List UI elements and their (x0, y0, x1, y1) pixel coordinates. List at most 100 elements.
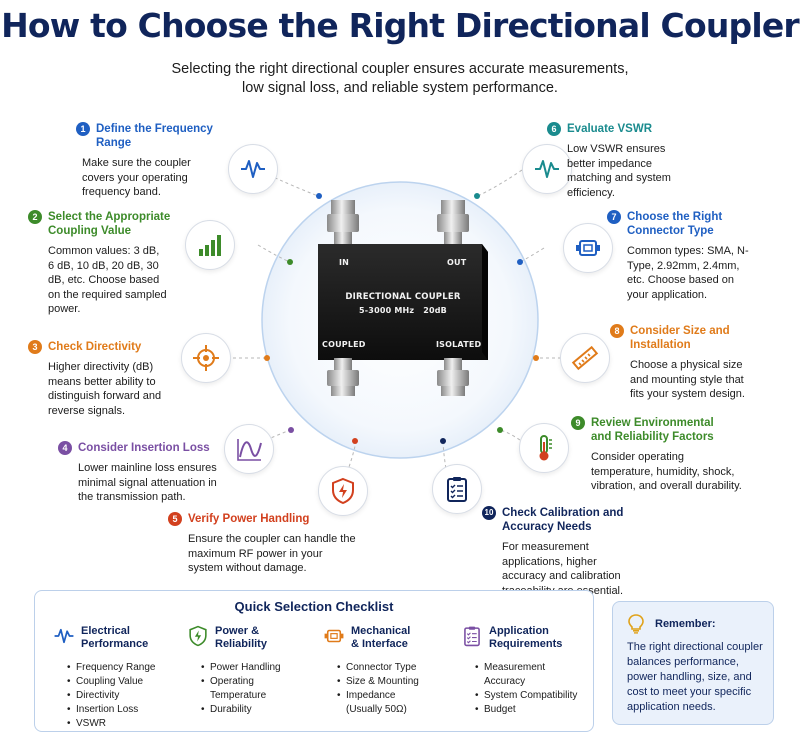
connector-dot (316, 193, 322, 199)
connector-dot (440, 438, 446, 444)
step-number: 4 (58, 441, 72, 455)
step-6-icon-circle (522, 144, 572, 194)
step-title: Choose the Right Connector Type (627, 211, 723, 237)
step-description: Lower mainline loss ensures minimal sign… (78, 462, 217, 503)
step-2-icon-circle (185, 220, 235, 270)
list-item: Power Handling (201, 661, 292, 675)
step-description: Choose a physical size and mounting styl… (630, 359, 745, 400)
list-item: Frequency Range (67, 661, 183, 675)
step-9: 9 Review Environmental and Reliability F… (571, 416, 771, 494)
power-shield-icon (332, 477, 354, 505)
step-description: Ensure the coupler can handle the maximu… (188, 533, 356, 574)
device-label-spec: 5-3000 MHz 20dB (359, 306, 447, 315)
step-number: 7 (607, 210, 621, 224)
step-description: Common values: 3 dB, 6 dB, 10 dB, 20 dB,… (48, 245, 167, 315)
device-label-isolated: ISOLATED (436, 340, 482, 349)
list-item: Size & Mounting (337, 675, 433, 689)
connector-dot (264, 355, 270, 361)
step-4: 4 Consider Insertion Loss Lower mainline… (58, 441, 228, 505)
device-label-coupled: COUPLED (322, 340, 366, 349)
checklist-items: Power Handling Operating Temperature Dur… (187, 661, 292, 717)
clipboard-icon (464, 626, 480, 647)
step-title: Consider Insertion Loss (78, 442, 210, 454)
page-title: How to Choose the Right Directional Coup… (1, 6, 800, 45)
list-item: Operating Temperature (201, 675, 292, 703)
connector-dot (288, 427, 294, 433)
step-8: 8 Consider Size and Installation Choose … (610, 324, 780, 402)
step-description: For measurement applications, higher acc… (502, 541, 624, 597)
step-10-icon-circle (432, 464, 482, 514)
step-number: 1 (76, 122, 90, 136)
list-item: Budget (475, 703, 581, 717)
step-title: Evaluate VSWR (567, 123, 652, 135)
step-number: 8 (610, 324, 624, 338)
step-number: 2 (28, 210, 42, 224)
step-1-icon-circle (228, 144, 278, 194)
list-item: Insertion Loss (67, 703, 183, 717)
step-title: Consider Size and Installation (630, 325, 730, 351)
checklist-column-power: Power &Reliability Power Handling Operat… (187, 625, 317, 717)
device-label-name: DIRECTIONAL COUPLER (345, 292, 461, 302)
step-3: 3 Check Directivity Higher directivity (… (28, 340, 178, 418)
waveform-icon (54, 628, 74, 644)
step-title: Verify Power Handling (188, 513, 310, 525)
step-title: Define the Frequency Range (96, 123, 213, 149)
connector-icon (324, 629, 344, 643)
clipboard-icon (447, 477, 467, 502)
step-7: 7 Choose the Right Connector Type Common… (607, 210, 777, 302)
remember-title: Remember: (655, 618, 716, 630)
connector-dot (497, 427, 503, 433)
step-7-icon-circle (563, 223, 613, 273)
step-5-icon-circle (318, 466, 368, 516)
checklist-items: Frequency Range Coupling Value Directivi… (53, 661, 183, 731)
step-number: 6 (547, 122, 561, 136)
step-number: 5 (168, 512, 182, 526)
checklist-items: Connector Type Size & Mounting Impedance… (323, 661, 433, 717)
step-title: Review Environmental and Reliability Fac… (591, 417, 714, 443)
connector-dot (533, 355, 539, 361)
connector-dot (352, 438, 358, 444)
step-8-icon-circle (560, 333, 610, 383)
list-item: Durability (201, 703, 292, 717)
list-item: Coupling Value (67, 675, 183, 689)
step-description: Low VSWR ensures better impedance matchi… (567, 143, 671, 199)
ruler-icon (571, 345, 599, 371)
connector-dot (287, 259, 293, 265)
step-6: 6 Evaluate VSWR Low VSWR ensures better … (547, 122, 717, 200)
list-item: VSWR (67, 717, 183, 731)
step-title: Check Calibration and Accuracy Needs (502, 507, 624, 533)
step-number: 3 (28, 340, 42, 354)
connector-dot (517, 259, 523, 265)
checklist-items: Measurement Accuracy System Compatibilit… (461, 661, 581, 717)
device-label-out: OUT (447, 258, 467, 267)
step-2: 2 Select the Appropriate Coupling Value … (28, 210, 178, 317)
thermometer-icon (539, 435, 552, 461)
checklist-title: Quick Selection Checklist (234, 599, 394, 614)
step-description: Make sure the coupler covers your operat… (82, 157, 191, 198)
step-9-icon-circle (519, 423, 569, 473)
remember-box: Remember: The right directional coupler … (612, 601, 774, 725)
crosshair-icon (193, 345, 219, 371)
step-title: Select the Appropriate Coupling Value (48, 211, 171, 237)
page-subtitle: Selecting the right directional coupler … (171, 61, 629, 96)
step-4-icon-circle (224, 424, 274, 474)
signal-bars-icon (199, 235, 221, 256)
vswr-wave-icon (535, 160, 559, 178)
step-5: 5 Verify Power Handling Ensure the coupl… (168, 512, 358, 576)
curve-chart-icon (237, 439, 262, 461)
step-description: Consider operating temperature, humidity… (591, 451, 742, 492)
connector-dot (474, 193, 480, 199)
list-item: Measurement Accuracy (475, 661, 555, 689)
waveform-icon (241, 160, 265, 178)
step-description: Higher directivity (dB) means better abi… (48, 361, 162, 417)
step-number: 9 (571, 416, 585, 430)
list-item: System Compatibility (475, 689, 581, 703)
list-item: Connector Type (337, 661, 433, 675)
checklist-column-mechanical: Mechanical& Interface Connector Type Siz… (323, 625, 453, 717)
power-shield-icon (189, 625, 207, 647)
connector-icon (576, 240, 600, 256)
step-1: 1 Define the Frequency Range Make sure t… (76, 122, 246, 200)
